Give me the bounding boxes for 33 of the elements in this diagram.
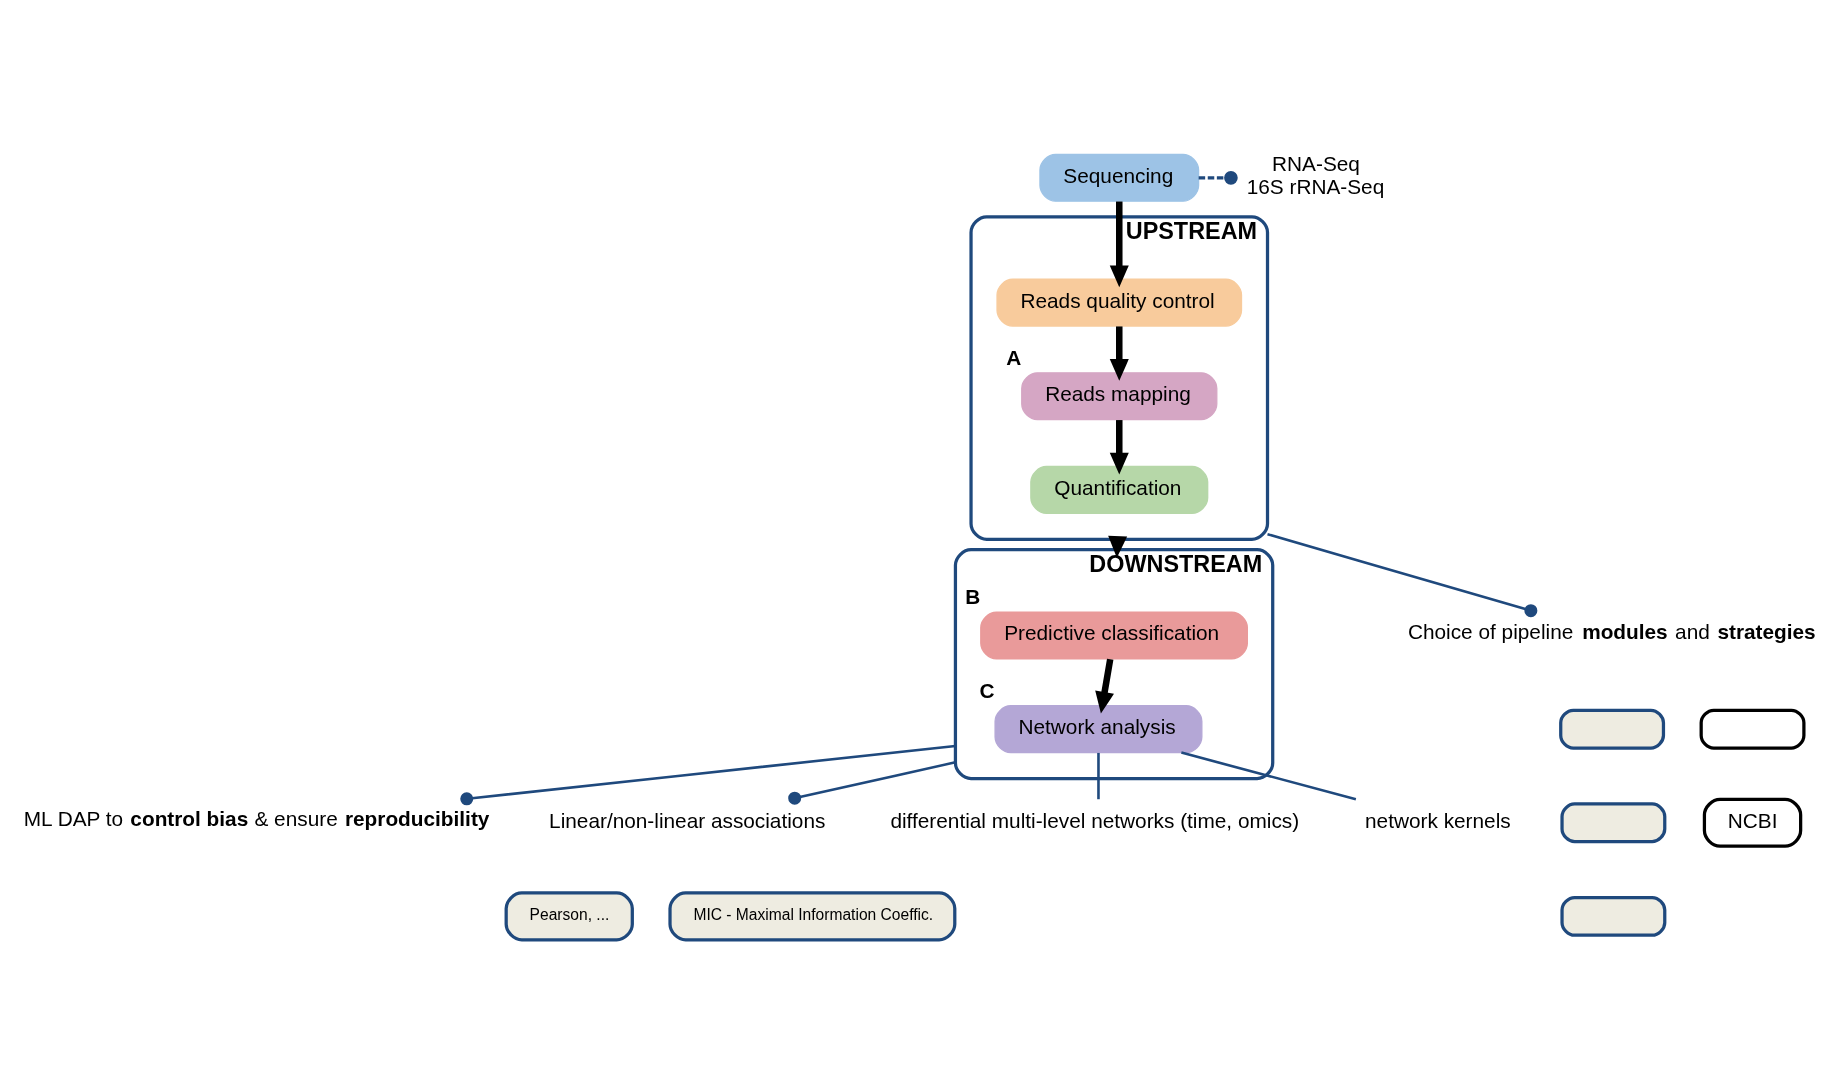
node-box: MIC - Maximal Information Coeffic. [668,891,957,942]
node-box: Pearson, ... [504,891,634,942]
arrow [1108,535,1128,558]
node-box: Sequencing [1039,153,1200,202]
connector [460,744,956,806]
node-box [1560,895,1667,937]
arrow [1109,201,1129,288]
node-text: differential multi-level networks (time, omics) [890,808,1300,832]
node-text: Choice of pipeline modules and strategies [1407,620,1816,644]
node-text: Linear/non-linear associations [549,808,826,832]
node-box [1559,708,1666,750]
node-label: A [1006,345,1022,369]
node-label: C [979,678,995,702]
connector [1267,532,1538,618]
connector [1198,171,1238,185]
node-box: Reads mapping [1021,372,1218,421]
node-box: Network analysis [994,705,1203,754]
arrow [1109,326,1129,381]
arrow [1095,658,1114,714]
node-text: network kernels [1365,808,1511,832]
node-label: B [965,585,981,609]
node-box: NCBI [1702,797,1803,848]
connector [1097,752,1100,800]
node-text: ML DAP to control bias & ensure reproducibility [23,807,490,831]
node-box: Reads quality control [996,278,1243,327]
connector [788,761,956,805]
node-box [1699,708,1806,750]
connector [1181,751,1357,801]
node-text: RNA-Seq 16S rRNA-Seq [1246,152,1385,199]
node-box: Predictive classification [980,611,1248,660]
node-box: Quantification [1030,465,1209,514]
arrow [1109,420,1129,475]
node-box [1560,802,1667,844]
